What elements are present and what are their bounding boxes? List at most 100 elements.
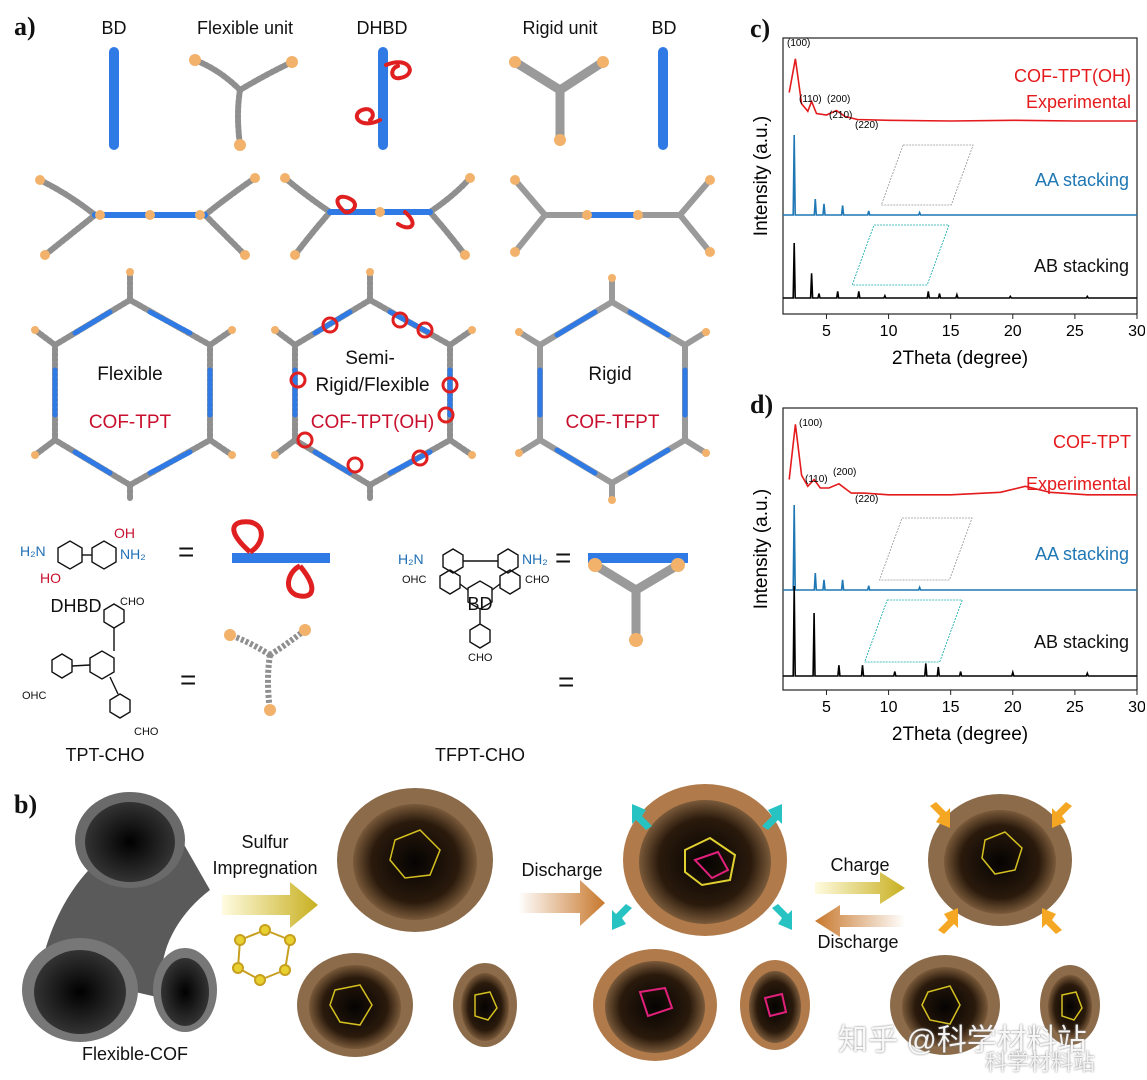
rigid-dimer — [512, 177, 713, 255]
watermark-2: 科学材料站 — [985, 1050, 1096, 1075]
xrd-chart-d: 5 10 15 20 25 30 2Theta (degree) Intensity (a.u… — [751, 407, 1145, 745]
cof-tpt-label: COF-TPT — [88, 412, 172, 433]
dhbd-equals: = — [178, 536, 195, 567]
dhbd-loops — [354, 60, 412, 126]
cof-semi-label-2: Rigid/Flexible — [315, 375, 430, 396]
rigid-unit — [510, 57, 608, 145]
peak-annotation: (220) — [855, 494, 878, 505]
peak-annotation: (200) — [833, 467, 856, 478]
legend-entry: AB stacking — [1034, 632, 1129, 652]
dhbd-ring-2 — [91, 540, 117, 570]
dhbd-oh: OH — [114, 525, 135, 541]
peak-annotation: (200) — [827, 94, 850, 105]
structure-inset — [878, 517, 973, 581]
chemical-structures — [51, 519, 688, 719]
x-axis-label: 2Theta (degree) — [892, 724, 1028, 745]
discharge-label-2: Discharge — [817, 932, 899, 952]
charge-label: Charge — [830, 855, 890, 875]
x-tick-label: 30 — [1128, 323, 1145, 340]
dhbd-h2n: H₂N — [20, 543, 46, 559]
header-dhbd: DHBD — [356, 18, 408, 38]
series-line-2 — [783, 585, 1137, 677]
dhbd-ring-1 — [57, 540, 83, 570]
series-line-0 — [788, 424, 1137, 496]
discharge-arrow — [518, 880, 605, 926]
dhbd-nh2: NH₂ — [120, 546, 146, 562]
semi-dimer — [282, 175, 473, 258]
peak-annotation: (110) — [799, 94, 822, 105]
panel-b-illustration — [22, 784, 1100, 1061]
structure-inset — [864, 599, 963, 663]
y-axis-label: Intensity (a.u.) — [751, 489, 772, 609]
impregnation-arrow — [222, 882, 318, 928]
cof-tpt-oh-label: COF-TPT(OH) — [310, 412, 435, 433]
x-tick-label: 5 — [822, 699, 831, 716]
dhbd-ho: HO — [40, 570, 61, 586]
bd-equals: = — [555, 542, 572, 573]
tfpt-equals: = — [558, 666, 575, 697]
flexible-hexagon — [32, 269, 235, 503]
x-tick-label: 25 — [1066, 699, 1084, 716]
series-line-1 — [783, 134, 1137, 216]
contracted-cof — [890, 794, 1100, 1055]
series-line-2 — [783, 242, 1137, 299]
header-flexible-unit: Flexible unit — [196, 18, 294, 38]
contraction-arrows — [930, 802, 1072, 934]
cof-semi-label-1: Semi- — [345, 348, 395, 369]
legend-entry: COF-TPT(OH) — [1014, 66, 1131, 86]
x-axis-label: 2Theta (degree) — [892, 348, 1028, 369]
x-tick-label: 10 — [880, 323, 898, 340]
dhbd-name: DHBD — [50, 596, 102, 616]
series-line-1 — [783, 504, 1137, 591]
x-tick-label: 10 — [880, 699, 898, 716]
cof-flexible-label: Flexible — [97, 364, 163, 385]
x-tick-label: 20 — [1004, 699, 1022, 716]
expansion-arrows — [612, 804, 792, 930]
x-tick-label: 20 — [1004, 323, 1022, 340]
discharge-back-arrow — [815, 905, 905, 937]
bd-name: BD — [467, 594, 493, 614]
sulfur-loaded-cof — [297, 788, 517, 1057]
legend-entry: AB stacking — [1034, 256, 1129, 276]
impregnation-label: Impregnation — [212, 858, 318, 878]
rigid-hexagon — [516, 275, 709, 503]
plot-frame — [782, 407, 1138, 691]
legend-entry: AA stacking — [1035, 544, 1129, 564]
semi-hexagon — [272, 269, 475, 503]
structure-inset — [880, 144, 974, 206]
panel-d-label: d) — [750, 390, 774, 419]
panel-c-label: c) — [750, 14, 771, 43]
plot-frame — [782, 37, 1138, 315]
expanded-cof — [593, 784, 810, 1061]
x-tick-label: 15 — [942, 699, 960, 716]
tpt-cho-top: CHO — [120, 596, 145, 608]
charge-arrow — [815, 872, 905, 904]
x-tick-label: 30 — [1128, 699, 1145, 716]
peak-annotation: (100) — [787, 38, 810, 49]
panel-a-schematics — [31, 47, 715, 504]
legend-entry: AA stacking — [1035, 170, 1129, 190]
header-rigid-unit: Rigid unit — [522, 18, 598, 38]
bd-nh2: NH₂ — [522, 551, 548, 567]
peak-annotation: (110) — [805, 474, 828, 485]
tfpt-cho-right: CHO — [525, 574, 550, 586]
tpt-cho-name: TPT-CHO — [65, 745, 145, 765]
panel-a-label: a) — [14, 12, 36, 41]
flexible-unit — [192, 57, 295, 148]
x-tick-label: 15 — [942, 323, 960, 340]
series-line-0 — [788, 58, 1137, 122]
structure-inset — [851, 224, 950, 286]
header-bd-left: BD — [101, 18, 127, 38]
legend-entry: COF-TPT — [1053, 432, 1131, 452]
flexible-cof-label: Flexible-COF — [81, 1044, 188, 1064]
tpt-cho-bottom: CHO — [134, 726, 159, 738]
cof-rigid-label: Rigid — [588, 364, 632, 385]
header-bd-right: BD — [651, 18, 677, 38]
tpt-ohc: OHC — [22, 690, 47, 702]
y-axis-label: Intensity (a.u.) — [751, 116, 772, 236]
peak-annotation: (220) — [855, 120, 878, 131]
tpt-equals: = — [180, 664, 197, 695]
tfpt-cho-bottom: CHO — [468, 652, 493, 664]
bd-h2n: H₂N — [398, 551, 424, 567]
